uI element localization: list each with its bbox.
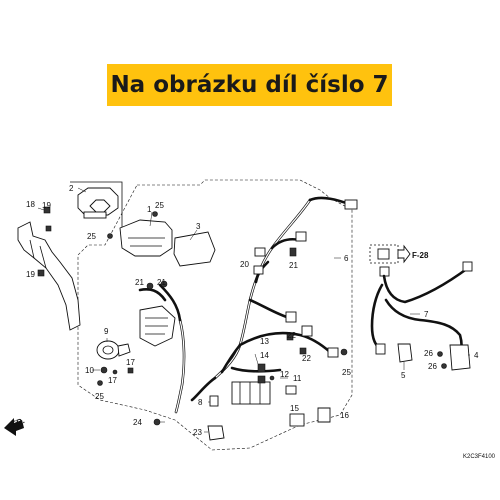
callout-6: 6 xyxy=(344,254,349,263)
clip-24-icon xyxy=(153,418,161,426)
part-coil-cluster xyxy=(127,280,176,374)
callout-10: 10 xyxy=(85,366,94,375)
title-text: Na obrázku díl číslo 7 xyxy=(110,72,389,98)
bolt-25c-icon xyxy=(340,348,348,356)
callout-25c: 25 xyxy=(95,392,104,401)
callout-9: 9 xyxy=(104,327,109,336)
bolt-26a-icon xyxy=(437,351,443,357)
washer-17-icon xyxy=(112,369,118,375)
clip-19-icon xyxy=(37,269,45,277)
callout-16: 16 xyxy=(340,411,349,420)
part-5-4 xyxy=(397,343,471,371)
connector-20-icon xyxy=(254,247,266,257)
callout-21c: 21 xyxy=(289,261,298,270)
callout-18: 18 xyxy=(26,200,35,209)
connector-top-icon xyxy=(344,199,358,210)
callout-11: 11 xyxy=(293,374,302,383)
bolt-26b-icon xyxy=(441,363,447,369)
callout-21b: 21 xyxy=(157,278,166,287)
bolt-25-icon xyxy=(152,211,158,217)
bolt-25b-icon xyxy=(107,233,113,239)
callout-7: 7 xyxy=(424,310,429,319)
part-relays xyxy=(289,407,331,427)
clip-21-icon xyxy=(289,247,297,257)
bolt-10-icon xyxy=(100,366,108,374)
part-cover xyxy=(173,231,216,267)
callout-8: 8 xyxy=(198,398,203,407)
callout-19a: 19 xyxy=(42,201,51,210)
callout-17b: 17 xyxy=(108,376,117,385)
callout-3: 3 xyxy=(196,222,201,231)
callout-5: 5 xyxy=(401,371,406,380)
part-horn xyxy=(96,340,131,386)
direction-label: FR. xyxy=(11,416,26,429)
callout-20: 20 xyxy=(240,260,249,269)
main-harness xyxy=(138,196,358,414)
callout-25b: 25 xyxy=(87,232,96,241)
callout-22a: 22 xyxy=(287,331,296,340)
callout-25a: 25 xyxy=(155,201,164,210)
callout-14: 14 xyxy=(260,351,269,360)
reference-f28: F-28 xyxy=(412,251,429,260)
clip-19b-icon xyxy=(45,225,52,232)
leader-lines xyxy=(37,187,470,433)
part-relay-box xyxy=(107,211,173,257)
front-direction-icon xyxy=(4,418,24,436)
part-7-sub-harness xyxy=(369,244,473,358)
callout-2: 2 xyxy=(69,184,74,193)
callout-1: 1 xyxy=(147,205,152,214)
callout-22b: 22 xyxy=(302,354,311,363)
callout-21a: 21 xyxy=(135,278,144,287)
ref-connector-icon xyxy=(377,248,390,260)
callout-24: 24 xyxy=(133,418,142,427)
part-fuse-block xyxy=(209,363,297,407)
nut-25-icon xyxy=(97,380,103,386)
callouts: 1 2 3 4 5 6 7 8 9 10 11 12 13 14 15 16 1… xyxy=(26,184,479,437)
callout-19b: 19 xyxy=(26,270,35,279)
group-outline xyxy=(77,179,353,451)
part-frame-bracket xyxy=(17,206,81,331)
callout-13: 13 xyxy=(260,337,269,346)
arrow-right-icon xyxy=(397,244,411,264)
callout-12: 12 xyxy=(280,370,289,379)
callout-17a: 17 xyxy=(126,358,135,367)
part-coupler-23 xyxy=(207,425,225,441)
callout-4: 4 xyxy=(474,351,479,360)
callout-15: 15 xyxy=(290,404,299,413)
connector-mid-icon xyxy=(295,231,307,242)
title-banner: Na obrázku díl číslo 7 xyxy=(107,64,392,106)
clip-22a-icon xyxy=(286,333,294,341)
drawing-code: K2C3F4100 xyxy=(463,454,496,460)
callout-26a: 26 xyxy=(424,349,433,358)
callout-26b: 26 xyxy=(428,362,437,371)
callout-23: 23 xyxy=(193,428,202,437)
part-control-unit xyxy=(70,181,123,238)
callout-25d: 25 xyxy=(342,368,351,377)
clip-22b-icon xyxy=(299,347,307,355)
